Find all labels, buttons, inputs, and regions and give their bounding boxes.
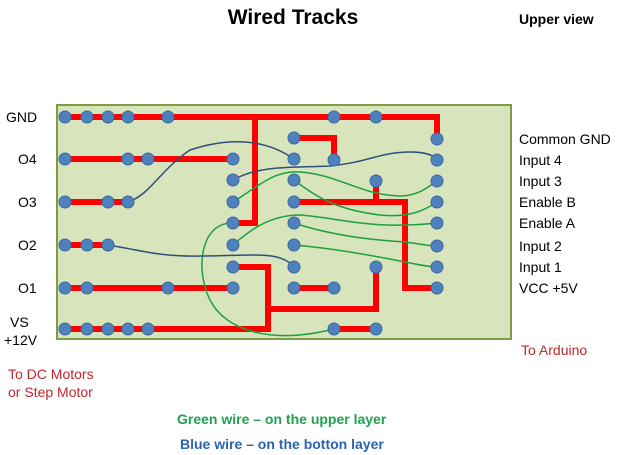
label-vs: VS <box>10 314 29 330</box>
label-o1: O1 <box>18 280 37 296</box>
pad <box>287 152 301 166</box>
pad <box>58 110 72 124</box>
label-input-4: Input 4 <box>519 152 562 168</box>
green-wire <box>293 222 438 247</box>
legend-blue: Blue wire – on the botton layer <box>180 436 384 452</box>
pad <box>141 152 155 166</box>
pad <box>369 260 383 274</box>
label-enable-a: Enable A <box>519 215 576 231</box>
to-motors-label-1: To DC Motors <box>8 366 94 382</box>
green-wire <box>293 244 438 268</box>
pad <box>226 216 240 230</box>
pad <box>287 216 301 230</box>
label-12v: +12V <box>4 332 38 348</box>
pad <box>430 260 444 274</box>
label-gnd: GND <box>6 109 38 125</box>
pad <box>80 322 94 336</box>
pad <box>430 239 444 253</box>
pad <box>287 195 301 209</box>
pad <box>327 110 341 124</box>
to-arduino-label: To Arduino <box>521 342 588 358</box>
blue-wire <box>107 244 295 268</box>
pad <box>226 281 240 295</box>
pad <box>430 195 444 209</box>
pad <box>161 281 175 295</box>
green-wire <box>232 214 438 246</box>
label-common-gnd: Common GND <box>519 131 611 147</box>
pad <box>430 281 444 295</box>
pad <box>287 173 301 187</box>
pad <box>121 110 135 124</box>
track-gnd <box>65 114 440 139</box>
pad <box>287 281 301 295</box>
blue-wire <box>232 151 438 181</box>
pad <box>369 322 383 336</box>
pad <box>58 195 72 209</box>
green-wire <box>232 171 438 203</box>
to-motors-label-2: or Step Motor <box>8 384 93 400</box>
pad <box>287 131 301 145</box>
pad <box>101 238 115 252</box>
pad <box>327 281 341 295</box>
track-gnd-drop <box>233 117 258 226</box>
pad <box>58 152 72 166</box>
pad <box>430 216 444 230</box>
label-input-3: Input 3 <box>519 173 562 189</box>
pad <box>369 110 383 124</box>
pad <box>58 238 72 252</box>
pad <box>80 110 94 124</box>
green-wire <box>293 179 438 217</box>
label-enable-b: Enable B <box>519 194 576 210</box>
green-wire <box>201 222 335 337</box>
view-label: Upper view <box>519 11 594 27</box>
track-enable-b <box>294 199 437 291</box>
track-jumper-a <box>294 135 337 160</box>
pad <box>226 260 240 274</box>
pad <box>121 195 135 209</box>
pad <box>101 322 115 336</box>
label-o2: O2 <box>18 237 37 253</box>
track-vs <box>65 264 271 332</box>
legend-green: Green wire – on the upper layer <box>177 411 387 427</box>
pad <box>101 195 115 209</box>
label-vcc: VCC +5V <box>519 280 578 296</box>
pad <box>141 322 155 336</box>
pad <box>121 152 135 166</box>
pad <box>161 110 175 124</box>
label-input-1: Input 1 <box>519 259 562 275</box>
pad <box>226 195 240 209</box>
pad <box>226 173 240 187</box>
pad <box>430 132 444 146</box>
pad <box>121 322 135 336</box>
pad <box>80 281 94 295</box>
blue-wire <box>127 140 295 203</box>
pad <box>58 322 72 336</box>
pad <box>287 238 301 252</box>
pad <box>58 281 72 295</box>
label-o4: O4 <box>18 151 37 167</box>
pad <box>327 153 341 167</box>
pad <box>369 174 383 188</box>
pad <box>287 260 301 274</box>
page-title: Wired Tracks <box>227 6 359 29</box>
pad <box>101 110 115 124</box>
label-o3: O3 <box>18 194 37 210</box>
pad <box>430 174 444 188</box>
pad <box>327 322 341 336</box>
pad <box>226 238 240 252</box>
track-vs-branch <box>268 267 379 312</box>
pad <box>430 153 444 167</box>
pad <box>80 238 94 252</box>
label-input-2: Input 2 <box>519 238 562 254</box>
pad <box>226 152 240 166</box>
